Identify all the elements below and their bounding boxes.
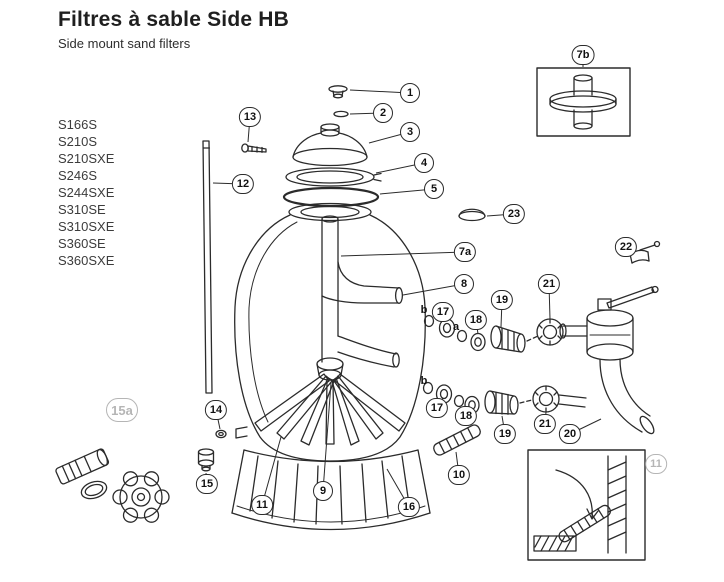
standpipe-part [202,140,213,394]
callout-23: 23 [502,204,526,224]
leader-line [402,283,465,296]
cap-oring-part [333,110,349,118]
callout-7a: 7a [453,242,477,262]
callout-18: 18 [454,406,478,426]
callout-7b: 7b [571,45,595,65]
leader-line [322,382,332,492]
callout-1: 1 [400,83,420,103]
dome-lid-part [292,123,368,167]
callout-13: 13 [238,107,262,127]
model-item: S210SXE [58,151,115,166]
detail-box-11-part [527,449,646,561]
model-item: S360SXE [58,253,115,268]
callout-21: 21 [533,414,557,434]
callout-16: 16 [397,497,421,517]
model-item: S310SXE [58,219,115,234]
letter-label-b: b [420,304,428,316]
callout-15a: 15a [106,398,138,422]
drain-cap-knob-part [112,471,170,523]
model-item: S360SE [58,236,106,251]
model-item: S310SE [58,202,106,217]
screw-part [241,143,267,153]
callout-20: 20 [558,424,582,444]
callout-11: 11 [645,454,667,474]
callout-3: 3 [400,122,420,142]
multiport-valve-part [558,285,659,435]
callout-8: 8 [454,274,474,294]
clamp-ring-part [285,167,382,187]
callout-14: 14 [204,400,228,420]
model-item: S244SXE [58,185,115,200]
callout-10: 10 [447,465,471,485]
callout-15: 15 [195,474,219,494]
drain-plug-part [197,448,215,472]
sight-dome-part [458,208,486,222]
page-header: Filtres à sable Side HB Side mount sand … [58,8,289,51]
callout-5: 5 [424,179,444,199]
lateral-tube-part [433,424,481,456]
callout-11: 11 [251,495,273,515]
callout-17: 17 [425,398,449,418]
callout-12: 12 [231,174,255,194]
vent-cap-part [328,85,348,99]
bulkhead-lower-part [422,381,533,415]
callout-17: 17 [431,302,455,322]
lateral-arms-part [254,373,406,446]
direction-arrow-icon [555,469,599,520]
callout-19: 19 [493,424,517,444]
model-item: S246S [58,168,98,183]
callout-9: 9 [313,481,333,501]
model-list: S166S S210S S210SXE S246S S244SXE S310SE S310S… [58,116,114,269]
internal-piping-part [316,215,404,381]
letter-label-b: b [420,375,428,387]
callout-22: 22 [614,237,638,257]
drain-adapter-part [55,448,110,500]
drain-boss-part [215,426,248,439]
model-item: S210S [58,134,98,149]
callout-4: 4 [414,153,434,173]
page-title: Filtres à sable Side HB [58,8,290,31]
detail-box-7b-part [536,67,631,137]
letter-label-a: a [452,321,460,333]
page-subtitle: Side mount sand filters [58,36,191,51]
model-item: S166S [58,117,98,132]
callout-21: 21 [537,274,561,294]
callout-18: 18 [464,310,488,330]
leader-line [340,251,466,257]
leader-line [261,436,282,506]
callout-19: 19 [490,290,514,310]
callout-2: 2 [373,103,393,123]
